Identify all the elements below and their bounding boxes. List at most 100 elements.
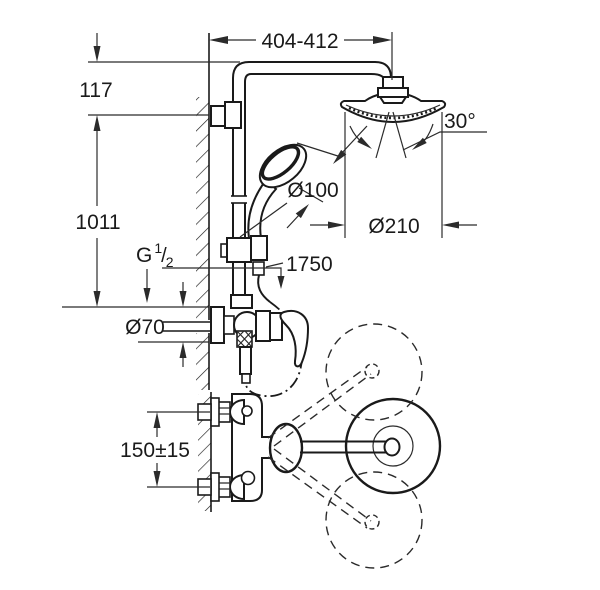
hand-shower-face xyxy=(260,145,301,181)
riser-union-nut xyxy=(230,294,253,309)
arrowhead xyxy=(333,149,347,164)
dim-arm-projection: 404-412 xyxy=(209,30,393,80)
dim-label-hand-shower: Ø100 xyxy=(287,179,338,202)
hose-solid-part xyxy=(257,274,271,303)
extension-line xyxy=(298,187,324,203)
bracket-plate xyxy=(210,105,226,127)
spray-line xyxy=(392,111,407,159)
dim-label-head-angle: 30° xyxy=(444,110,476,133)
pipe-break-symbol xyxy=(230,195,248,204)
joint-nut xyxy=(377,87,409,98)
arrowhead xyxy=(328,221,345,229)
wall-pipe-mask xyxy=(196,320,212,333)
dim-supply-center-distance: 150±15 xyxy=(120,411,210,488)
nut-threads xyxy=(218,407,230,415)
lever-knob xyxy=(300,397,442,495)
knob-inner-ring xyxy=(372,425,414,467)
swivel-arrowhead xyxy=(357,136,372,149)
hand-shower-handle xyxy=(247,178,278,239)
arrowhead xyxy=(179,291,187,307)
arrowhead xyxy=(442,221,459,229)
arrowhead xyxy=(93,46,101,62)
dim-label-escutcheon: Ø70 xyxy=(125,316,165,339)
dim-riser-height: 1011 xyxy=(75,131,121,307)
holder-cradle xyxy=(250,235,268,261)
outlet-tube xyxy=(239,346,252,375)
lever-bar-down xyxy=(267,456,368,529)
valve-neck xyxy=(223,315,235,335)
union-escutcheon xyxy=(210,397,220,427)
arrowhead xyxy=(93,291,101,307)
union-escutcheon xyxy=(210,472,220,502)
body-screw xyxy=(241,405,253,417)
knob-position-down xyxy=(325,471,423,569)
leader-line xyxy=(265,262,284,268)
wall-hatching xyxy=(196,97,209,390)
leader-line xyxy=(162,267,282,277)
hand-shower xyxy=(247,143,308,239)
spray-line xyxy=(375,111,390,159)
bracket-clamp xyxy=(224,101,242,129)
mixer-valve-lower xyxy=(197,393,304,502)
outlet-nipple xyxy=(241,373,251,384)
holder-clamp xyxy=(226,237,252,263)
valve-body xyxy=(269,312,283,341)
lever-positions xyxy=(267,323,423,569)
dim-label-head-diameter: Ø210 xyxy=(368,215,419,238)
lever-bar-up xyxy=(273,373,372,447)
arrowhead xyxy=(209,36,228,44)
dim-label-hose-length: 1750 xyxy=(286,253,333,276)
head-rim-line xyxy=(345,104,441,117)
wall-section-upper xyxy=(196,33,210,390)
arrowhead xyxy=(93,115,101,131)
leader-line xyxy=(402,131,487,151)
dim-label-supply-distance: 150±15 xyxy=(120,439,190,462)
extension-line xyxy=(296,142,342,158)
arrowhead xyxy=(153,471,161,487)
arrowhead xyxy=(143,288,151,303)
arrowhead xyxy=(277,276,285,289)
escutcheon xyxy=(210,306,225,344)
wall-bracket xyxy=(210,101,242,129)
lever-bar-down xyxy=(273,448,372,522)
leader-line xyxy=(239,202,288,238)
arrowhead xyxy=(153,412,161,428)
dim-label-riser-height: 1011 xyxy=(75,211,120,234)
knob-center xyxy=(383,437,401,457)
arrowhead xyxy=(373,36,392,44)
arrowhead xyxy=(295,204,309,219)
valve-lever xyxy=(279,310,310,368)
lever-rosette xyxy=(268,422,304,474)
leader-line xyxy=(286,213,301,229)
joint-cone xyxy=(378,96,408,104)
dim-arm-drop: 117 xyxy=(79,33,240,131)
dim-head-shower-diameter: Ø210 xyxy=(310,112,477,238)
nut-threads xyxy=(218,482,230,490)
check-valve-crosshatch xyxy=(236,330,253,348)
arrowhead xyxy=(179,342,187,358)
dim-label-arm-projection: 404-412 xyxy=(261,30,338,53)
break-mask xyxy=(230,196,248,203)
lever-tip-down xyxy=(364,514,380,530)
lever-tip-up xyxy=(364,363,380,379)
union-nut xyxy=(217,476,231,498)
union-nut xyxy=(217,401,231,423)
pipe-outer-line xyxy=(232,61,392,296)
dim-escutcheon-diameter: Ø70 xyxy=(62,282,209,367)
body-screw xyxy=(240,470,256,486)
head-shower xyxy=(339,76,447,124)
mixer-valve-upper xyxy=(163,294,310,384)
ball-joint xyxy=(377,76,409,104)
dim-head-angle: 30° xyxy=(402,110,487,151)
joint-stem xyxy=(382,76,404,89)
valve-body xyxy=(255,310,271,342)
lever-bar-up xyxy=(267,366,368,439)
dim-label-arm-drop: 117 xyxy=(79,79,112,102)
dim-hand-shower-diameter: Ø100 xyxy=(239,125,368,238)
knob-position-up xyxy=(325,323,423,421)
spray-cone xyxy=(349,111,434,159)
